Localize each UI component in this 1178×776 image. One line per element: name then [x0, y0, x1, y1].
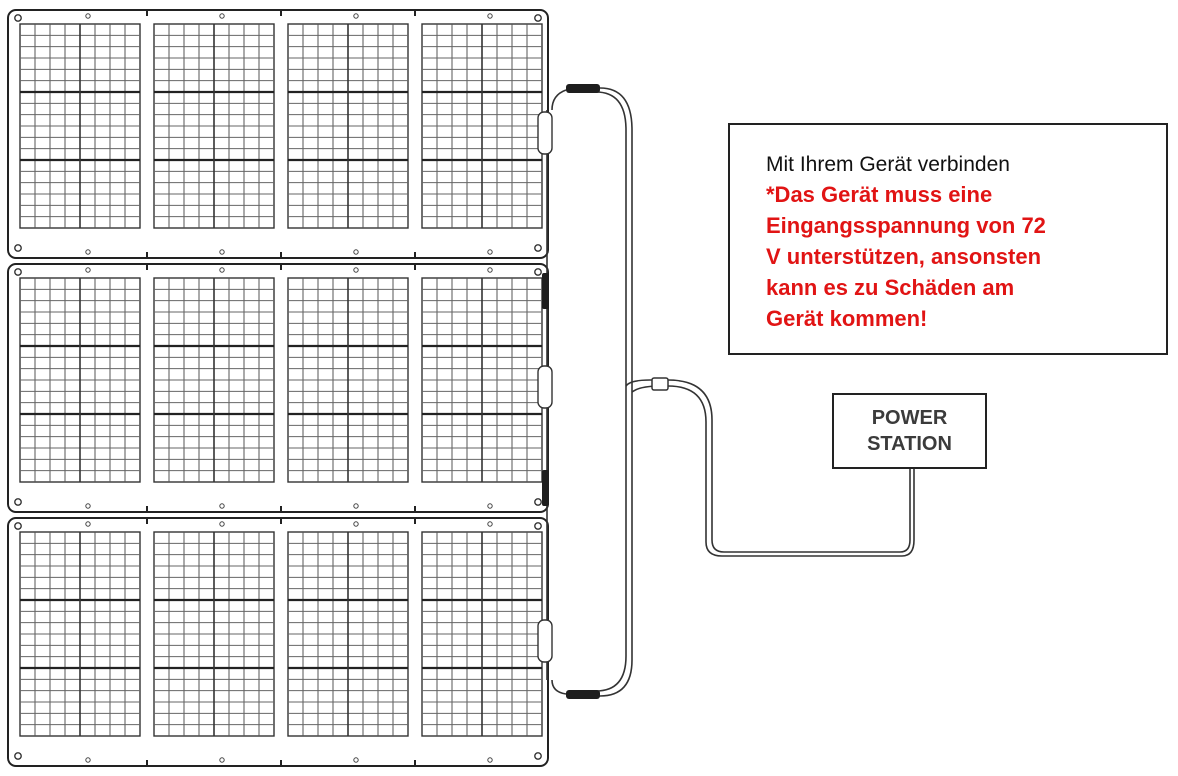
junction-connector	[542, 470, 549, 506]
cable-branch	[625, 379, 911, 553]
pv-module	[19, 521, 141, 763]
pv-module	[153, 521, 275, 763]
voltage-warning: *Das Gerät muss eine Eingangsspannung vo…	[766, 182, 1046, 331]
solar-panel	[7, 9, 549, 259]
pv-module	[19, 267, 141, 509]
instruction-note: Mit Ihrem Gerät verbinden *Das Gerät mus…	[728, 123, 1168, 355]
cable-loop	[570, 87, 633, 697]
pv-module	[287, 13, 409, 255]
cable-clip	[537, 619, 553, 663]
y-splitter	[651, 377, 669, 391]
cable-clip	[537, 111, 553, 155]
junction-connector	[542, 273, 549, 309]
cable-bus-outer-bottom	[551, 679, 567, 695]
pv-module	[153, 13, 275, 255]
cable-bus-outer	[551, 89, 567, 111]
power-station-label: POWER STATION	[867, 407, 952, 455]
connectors	[537, 84, 669, 699]
grommet	[14, 498, 22, 506]
grommet	[14, 14, 22, 22]
grommet	[534, 522, 542, 530]
note-title: Mit Ihrem Gerät verbinden	[766, 153, 1010, 176]
pv-module	[421, 13, 543, 255]
grommet	[14, 244, 22, 252]
pv-module	[421, 521, 543, 763]
pv-module	[287, 521, 409, 763]
pv-module	[287, 267, 409, 509]
grommet	[534, 14, 542, 22]
grommet	[14, 268, 22, 276]
grommet	[14, 522, 22, 530]
grommet	[534, 752, 542, 760]
cable-clip	[537, 365, 553, 409]
grommet	[534, 498, 542, 506]
cable-loop-inner	[570, 91, 627, 692]
mc4-connector-bottom	[566, 690, 600, 699]
solar-panel	[7, 263, 549, 513]
pv-module	[421, 267, 543, 509]
pv-module	[19, 13, 141, 255]
grommet	[534, 244, 542, 252]
pv-module	[153, 267, 275, 509]
power-station-box: POWER STATION	[832, 393, 987, 469]
solar-panel	[7, 517, 549, 767]
mc4-connector-top	[566, 84, 600, 93]
grommet	[14, 752, 22, 760]
solar-panel-array	[7, 9, 549, 767]
grommet	[534, 268, 542, 276]
